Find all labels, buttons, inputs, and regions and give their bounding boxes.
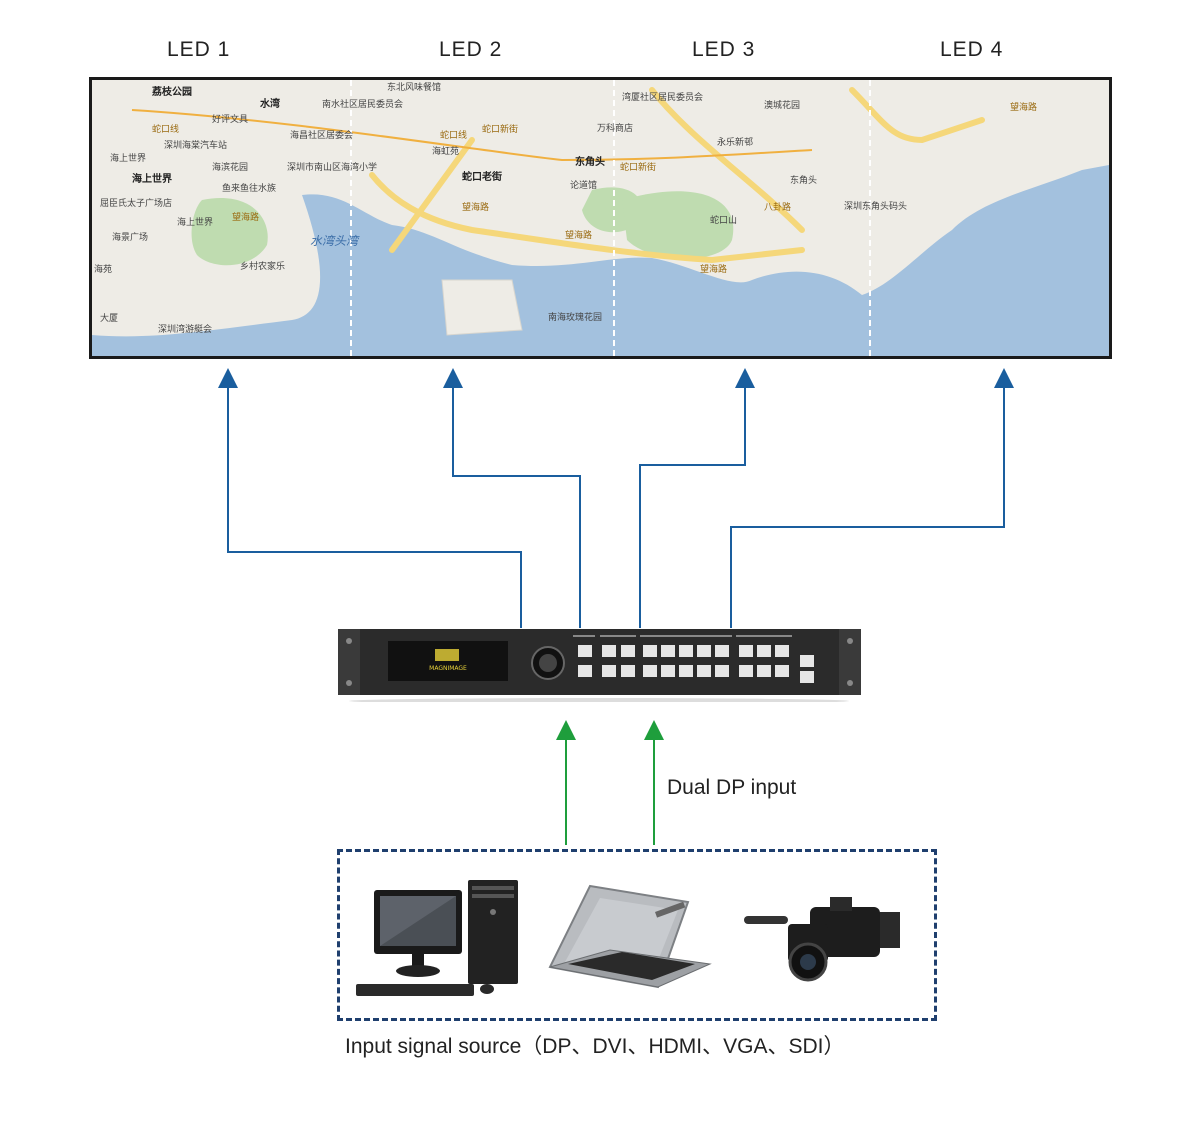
map-label: 海上世界 [177, 216, 213, 228]
map-label: 澳城花园 [764, 99, 800, 111]
map-label: 深圳东角头码头 [844, 200, 907, 212]
map-label: 东角头 [790, 174, 817, 186]
video-processor-device: MAGNIMAGE [338, 629, 861, 702]
led-3-label: LED 3 [692, 38, 756, 61]
map-label: 蛇口线 [440, 129, 467, 141]
map-graphic: 荔枝公园 水湾 南水社区居民委员会 东北风味餐馆 湾厦社区居民委员会 澳城花园 … [92, 80, 1109, 356]
map-label: 深圳海棠汽车站 [164, 139, 227, 151]
map-label: 深圳湾游艇会 [158, 323, 212, 335]
led-1-label: LED 1 [167, 38, 231, 61]
map-label: 望海路 [565, 229, 592, 241]
map-label: 海上世界 [132, 172, 172, 185]
map-label: 望海路 [1010, 101, 1037, 113]
map-label: 海景广场 [112, 231, 148, 243]
map-label: 湾厦社区居民委员会 [622, 91, 703, 103]
dual-dp-input-label: Dual DP input [667, 776, 797, 799]
map-roads [369, 87, 985, 264]
map-label: 蛇口新街 [620, 161, 656, 173]
map-label: 好评文具 [212, 113, 248, 125]
map-label: 大厦 [100, 312, 118, 324]
device-screen-text: MAGNIMAGE [429, 665, 467, 672]
map-label: 海上世界 [110, 152, 146, 164]
output-arrow-led-1 [218, 368, 522, 628]
map-label: 永乐新邨 [717, 136, 753, 148]
map-label: 蛇口新街 [482, 123, 518, 135]
map-label: 荔枝公园 [151, 85, 192, 98]
map-harbour [441, 279, 523, 336]
map-label: 鱼来鱼往水族 [222, 182, 276, 194]
output-arrow-led-4 [730, 368, 1014, 628]
desktop-computer-icon [356, 880, 518, 996]
map-label: 南海玫瑰花园 [548, 311, 602, 323]
map-label: 水湾 [259, 97, 280, 110]
led-2-label: LED 2 [439, 38, 503, 61]
input-source-caption: Input signal source（DP、DVI、HDMI、VGA、SDI） [345, 1035, 845, 1058]
map-label: 海虹苑 [432, 145, 459, 157]
map-label: 南水社区居民委员会 [322, 98, 403, 110]
map-label: 望海路 [700, 263, 727, 275]
input-source-box [337, 849, 937, 1021]
led-dividers [350, 80, 871, 356]
led-wall-map: 荔枝公园 水湾 南水社区居民委员会 东北风味餐馆 湾厦社区居民委员会 澳城花园 … [89, 77, 1112, 359]
video-camera-icon [744, 897, 900, 982]
device-buttons [578, 645, 814, 683]
map-label: 蛇口老街 [462, 170, 502, 183]
output-arrow-led-3 [639, 368, 755, 628]
map-label: 东角头 [575, 155, 605, 168]
map-label: 深圳市南山区海湾小学 [287, 161, 377, 173]
map-label: 乡村农家乐 [240, 260, 285, 272]
map-label: 海昌社区居委会 [290, 129, 353, 141]
map-label: 万科商店 [597, 122, 633, 134]
map-label: 海苑 [94, 263, 112, 275]
map-label: 望海路 [232, 211, 259, 223]
map-park [191, 198, 268, 266]
map-label: 论道馆 [570, 179, 597, 191]
output-arrow-led-2 [443, 368, 581, 628]
map-label: 蛇口山 [710, 214, 737, 226]
map-label: 蛇口线 [152, 123, 179, 135]
map-park [622, 191, 734, 259]
map-label: 东北风味餐馆 [387, 81, 441, 93]
map-metro [131, 109, 813, 162]
map-label: 海滨花园 [212, 161, 248, 173]
map-label: 望海路 [462, 201, 489, 213]
map-label: 屈臣氏太子广场店 [100, 197, 172, 209]
map-label: 水湾头湾 [310, 234, 360, 248]
input-devices [356, 880, 900, 996]
map-water [92, 165, 1109, 356]
map-label: 八卦路 [764, 201, 791, 213]
led-4-label: LED 4 [940, 38, 1004, 61]
laptop-icon [548, 884, 712, 989]
